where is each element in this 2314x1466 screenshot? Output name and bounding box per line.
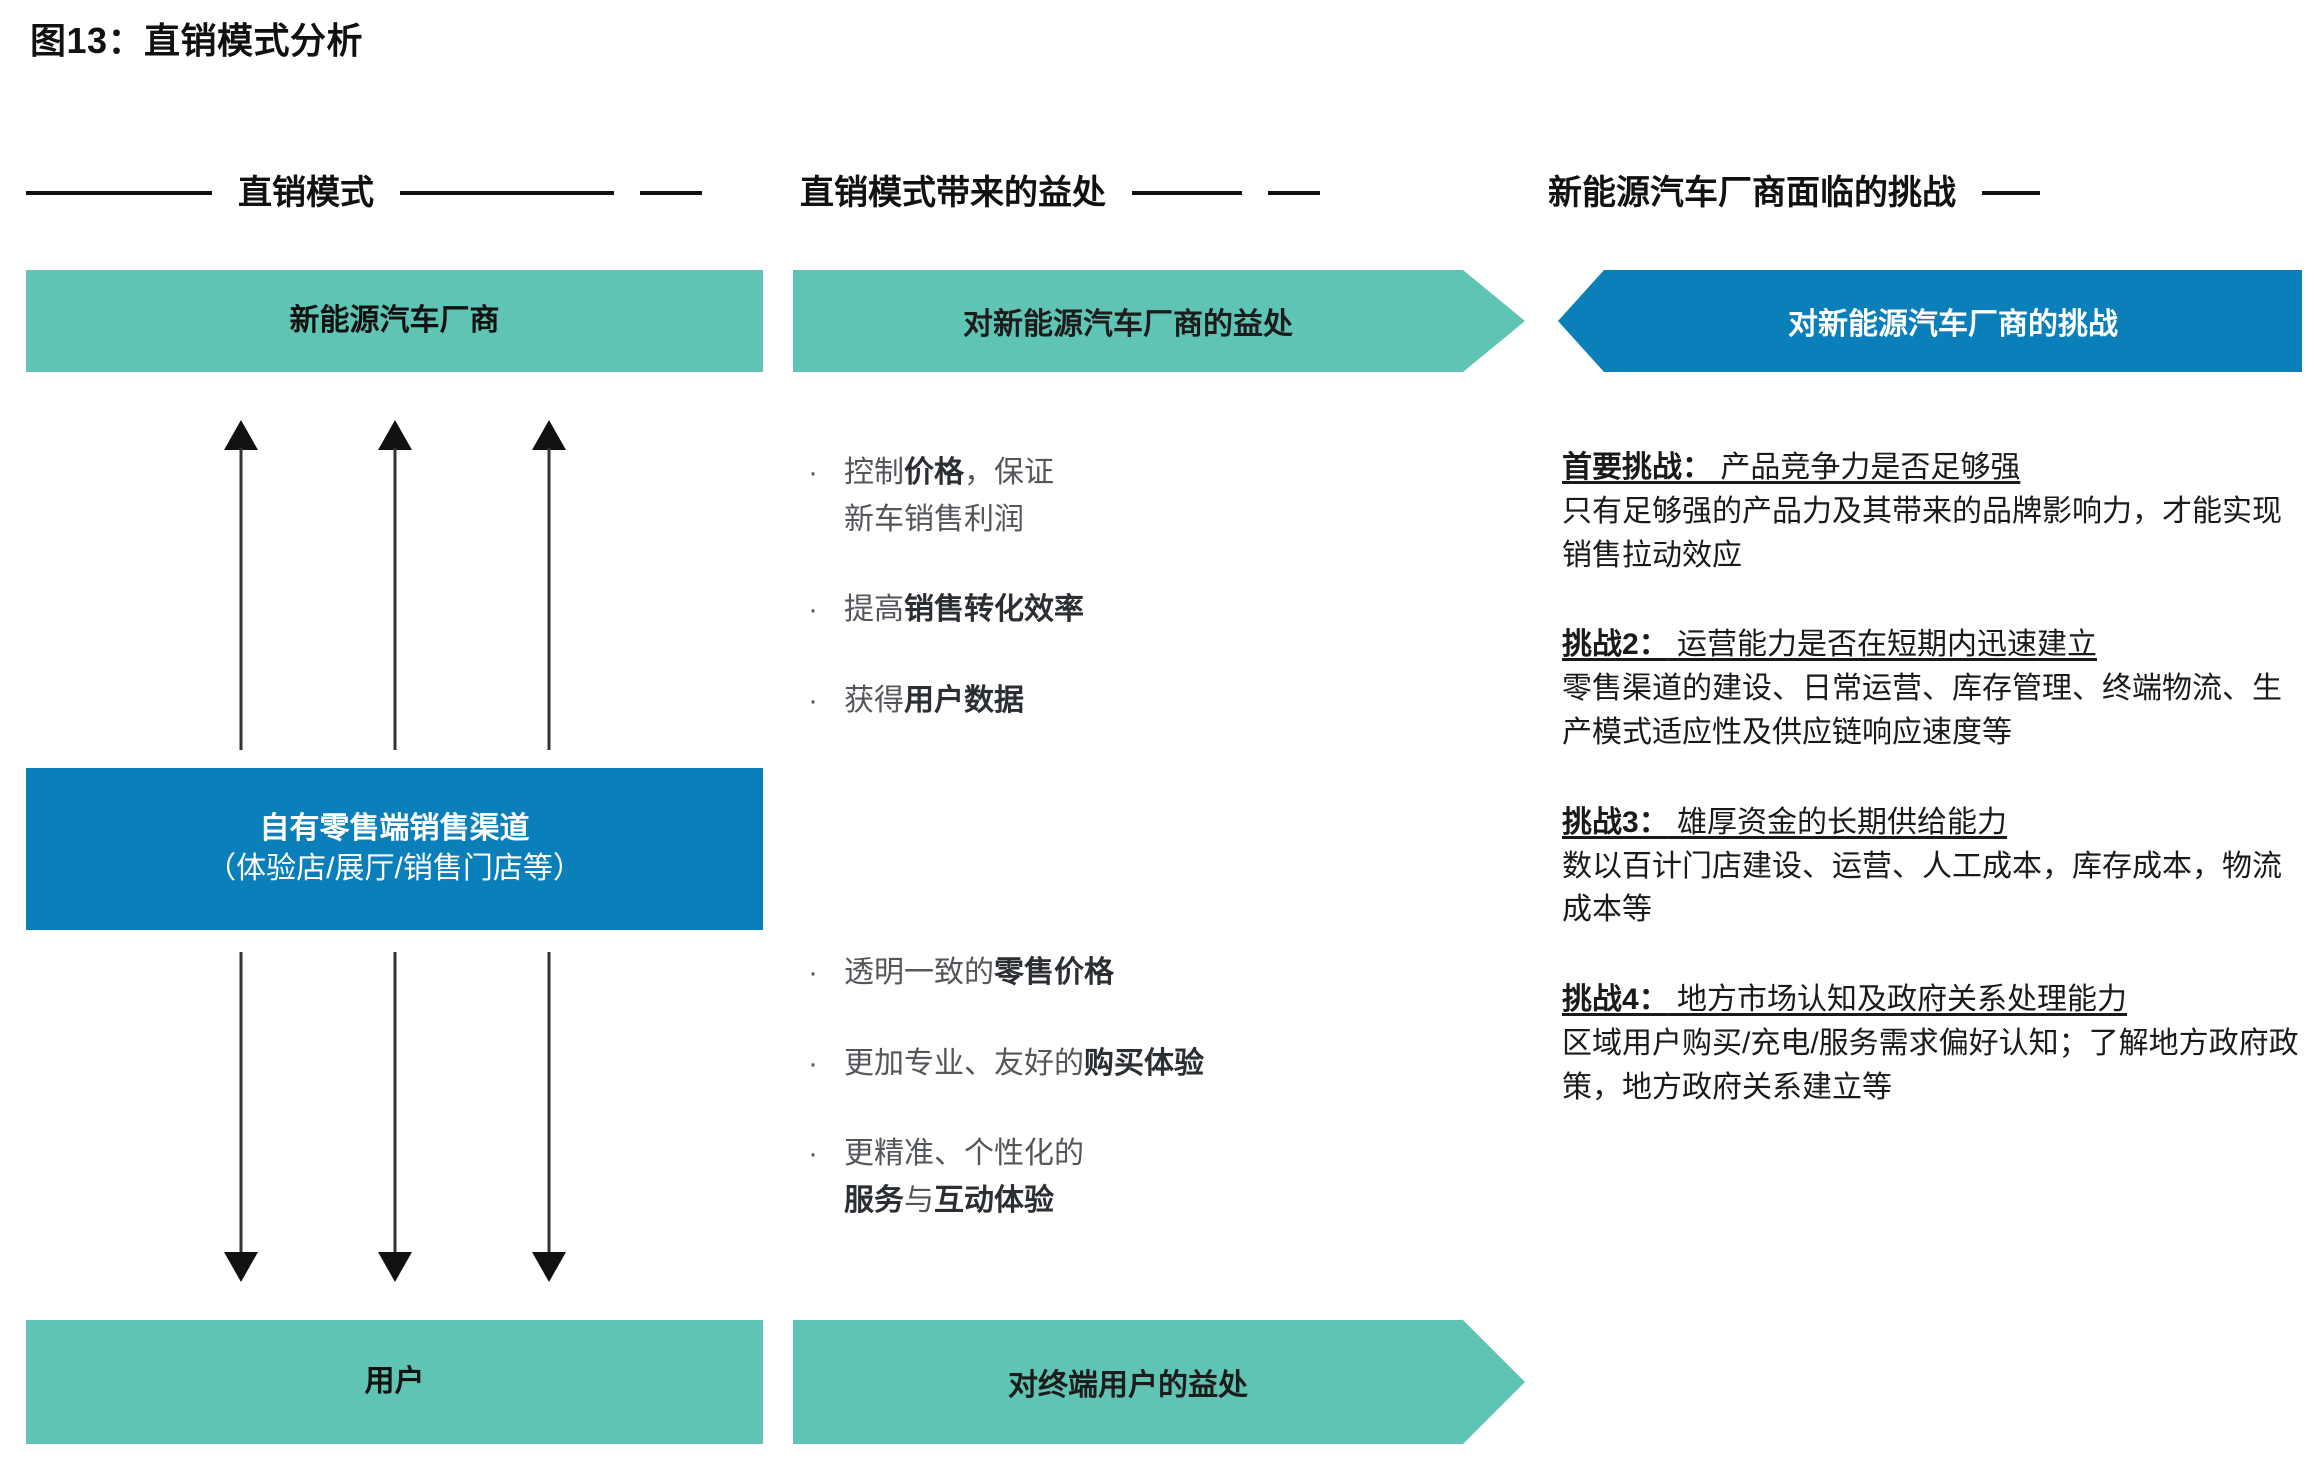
box-end-user: 用户 (26, 1320, 763, 1444)
bullet-marker-icon: · (808, 593, 818, 626)
arrow-down-icon (529, 952, 569, 1282)
challenge-label: 挑战2： (1562, 628, 1669, 662)
challenge-block: 挑战2： 运营能力是否在短期内迅速建立零售渠道的建设、日常运营、库存管理、终端物… (1562, 623, 2302, 754)
box-title: 自有零售端销售渠道 (259, 811, 530, 845)
list-item-text: 更精准、个性化的服务与互动体验 (844, 1137, 1084, 1217)
list-item: · 获得用户数据 (808, 678, 1508, 725)
bullet-marker-icon: · (808, 1137, 818, 1170)
challenge-heading: 挑战4： 地方市场认知及政府关系处理能力 (1562, 978, 2302, 1022)
list-item-text: 控制价格，保证新车销售利润 (844, 456, 1054, 536)
box-subtitle: （体验店/展厅/销售门店等） (206, 852, 583, 885)
header-rule-right (1132, 191, 1242, 195)
banner-challenges-to-manufacturer: 对新能源汽车厂商的挑战 (1558, 270, 2302, 372)
header-rule-left (26, 191, 212, 195)
column-header-benefits: 直销模式带来的益处 (800, 166, 1320, 220)
header-rule-right-short (640, 191, 702, 195)
banner-benefits-to-manufacturer: 对新能源汽车厂商的益处 (793, 270, 1525, 372)
list-item: · 透明一致的零售价格 (808, 950, 1508, 997)
challenge-body: 零售渠道的建设、日常运营、库存管理、终端物流、生产模式适应性及供应链响应速度等 (1562, 672, 2282, 749)
box-title: 用户 (364, 1364, 425, 1398)
challenge-title: 地方市场认知及政府关系处理能力 (1668, 983, 2128, 1017)
challenge-block: 挑战4： 地方市场认知及政府关系处理能力区域用户购买/充电/服务需求偏好认知；了… (1562, 978, 2302, 1109)
header-rule-right (1982, 191, 2040, 195)
arrows-down-group (26, 952, 763, 1282)
challenge-heading: 首要挑战： 产品竞争力是否足够强 (1562, 446, 2302, 490)
challenge-block: 挑战3： 雄厚资金的长期供给能力数以百计门店建设、运营、人工成本，库存成本，物流… (1562, 801, 2302, 932)
page-title: 图13：直销模式分析 (30, 20, 364, 61)
list-item: · 更加专业、友好的购买体验 (808, 1041, 1508, 1088)
challenge-list: 首要挑战： 产品竞争力是否足够强只有足够强的产品力及其带来的品牌影响力，才能实现… (1562, 446, 2302, 1110)
challenge-block: 首要挑战： 产品竞争力是否足够强只有足够强的产品力及其带来的品牌影响力，才能实现… (1562, 446, 2302, 577)
challenge-heading: 挑战2： 运营能力是否在短期内迅速建立 (1562, 623, 2302, 667)
challenge-title: 产品竞争力是否足够强 (1712, 451, 2021, 484)
bullet-list-manufacturer-benefits: · 控制价格，保证新车销售利润 · 提高销售转化效率 · 获得用户数据 (808, 450, 1508, 724)
box-owned-retail-channel: 自有零售端销售渠道 （体验店/展厅/销售门店等） (26, 768, 763, 930)
header-rule-right (400, 191, 614, 195)
arrow-down-icon (375, 952, 415, 1282)
column-header-label: 新能源汽车厂商面临的挑战 (1548, 174, 1956, 212)
column-header-direct-sales: 直销模式 (26, 166, 702, 220)
challenge-heading: 挑战3： 雄厚资金的长期供给能力 (1562, 801, 2302, 845)
list-item: · 控制价格，保证新车销售利润 (808, 450, 1508, 543)
bullet-marker-icon: · (808, 956, 818, 989)
bullet-marker-icon: · (808, 456, 818, 489)
challenge-body: 区域用户购买/充电/服务需求偏好认知；了解地方政府政策，地方政府关系建立等 (1562, 1026, 2299, 1104)
list-item-text: 获得用户数据 (844, 683, 1024, 717)
bullet-marker-icon: · (808, 683, 818, 717)
bullet-marker-icon: · (808, 1046, 818, 1080)
arrow-up-icon (375, 420, 415, 750)
list-item-text: 透明一致的零售价格 (844, 956, 1114, 989)
challenge-body: 只有足够强的产品力及其带来的品牌影响力，才能实现销售拉动效应 (1562, 494, 2282, 572)
challenge-body: 数以百计门店建设、运营、人工成本，库存成本，物流成本等 (1562, 849, 2282, 927)
arrow-down-icon (221, 952, 261, 1282)
column-header-label: 直销模式 (238, 174, 374, 212)
header-rule-right-short (1268, 191, 1320, 195)
bullet-list-user-benefits: · 透明一致的零售价格 · 更加专业、友好的购买体验 · 更精准、个性化的服务与互动体验 (808, 950, 1508, 1224)
challenge-label: 挑战3： (1562, 805, 1669, 839)
challenge-label: 挑战4： (1562, 983, 1669, 1017)
challenge-label: 首要挑战： (1562, 451, 1712, 484)
list-item: · 提高销售转化效率 (808, 587, 1508, 634)
arrows-up-group (26, 420, 763, 750)
list-item: · 更精准、个性化的服务与互动体验 (808, 1131, 1508, 1224)
arrow-up-icon (529, 420, 569, 750)
column-header-label: 直销模式带来的益处 (800, 174, 1106, 212)
challenge-title: 雄厚资金的长期供给能力 (1668, 805, 2008, 839)
list-item-text: 更加专业、友好的购买体验 (844, 1046, 1204, 1080)
column-header-challenges: 新能源汽车厂商面临的挑战 (1548, 166, 2040, 220)
box-ev-manufacturer: 新能源汽车厂商 (26, 270, 763, 372)
arrow-up-icon (221, 420, 261, 750)
challenge-title: 运营能力是否在短期内迅速建立 (1668, 628, 2098, 662)
banner-benefits-to-end-user: 对终端用户的益处 (793, 1320, 1525, 1444)
box-title: 新能源汽车厂商 (289, 303, 500, 337)
list-item-text: 提高销售转化效率 (844, 593, 1084, 626)
